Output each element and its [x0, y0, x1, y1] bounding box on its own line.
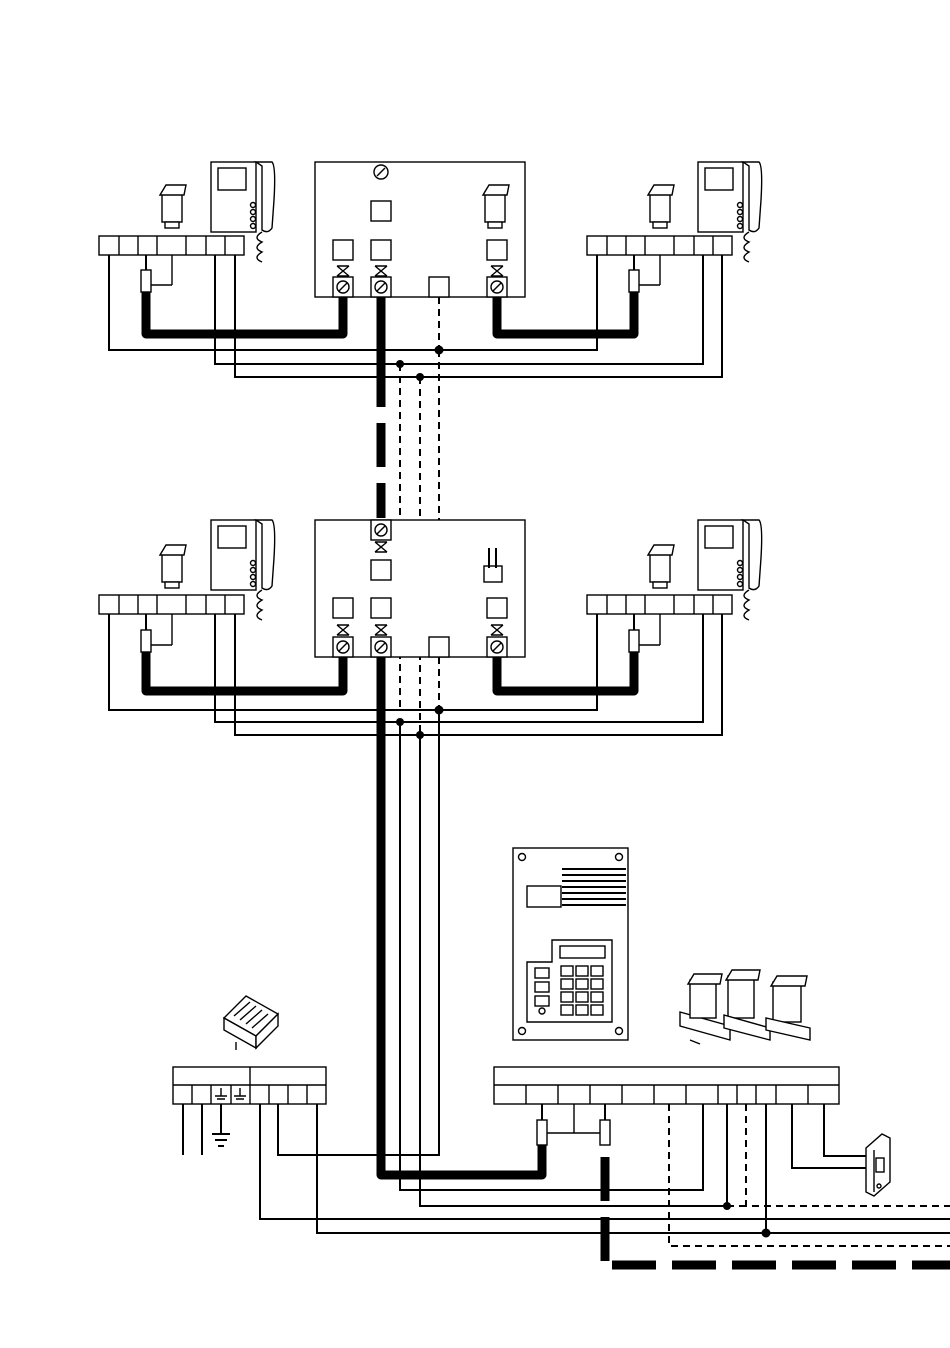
power-supply-terminals — [173, 1067, 326, 1155]
entrance-terminals — [494, 1067, 839, 1104]
floor1-distributor-module-icon — [483, 185, 509, 228]
floor2-right-terminal-strip — [587, 595, 732, 614]
floor1-right-terminal-strip — [587, 236, 732, 255]
entrance-panel-icon — [513, 848, 628, 1040]
door-lock-icon — [866, 1134, 890, 1196]
floor2-right-module-icon — [648, 545, 674, 588]
floor1-left-terminal-strip — [99, 236, 244, 255]
panel-modules-icon — [680, 970, 810, 1044]
floor2-left-terminal-strip — [99, 595, 244, 614]
power-supply-icon — [224, 996, 278, 1050]
floor1-distributor — [315, 162, 525, 297]
floor1-left-module-icon — [160, 185, 186, 228]
riser-to-entrance — [278, 657, 727, 1206]
floor2-distributor — [315, 520, 525, 657]
floor1-right-module-icon — [648, 185, 674, 228]
floor2-left-module-icon — [160, 545, 186, 588]
